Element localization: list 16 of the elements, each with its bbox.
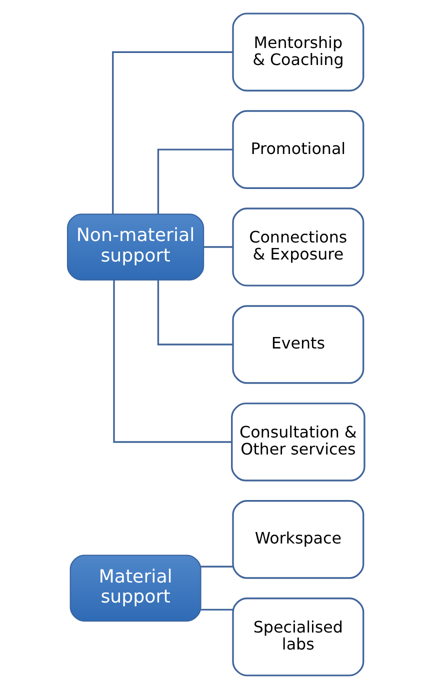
connector	[113, 280, 232, 443]
node-box: Non-material support	[66, 214, 204, 280]
connector	[200, 566, 233, 568]
node-box: Promotional	[232, 110, 364, 189]
connector	[112, 51, 233, 214]
connector	[204, 246, 232, 248]
node-box: Workspace	[232, 500, 364, 579]
connector	[157, 148, 233, 214]
node-box: Mentorship & Coaching	[232, 12, 364, 92]
node-box: Specialised labs	[232, 598, 364, 676]
connector	[157, 280, 233, 346]
connector	[200, 608, 233, 611]
node-box: Connections & Exposure	[232, 208, 364, 286]
node-box: Material support	[70, 554, 202, 622]
node-box: Consultation & Other services	[231, 402, 366, 482]
node-box: Events	[232, 305, 364, 384]
